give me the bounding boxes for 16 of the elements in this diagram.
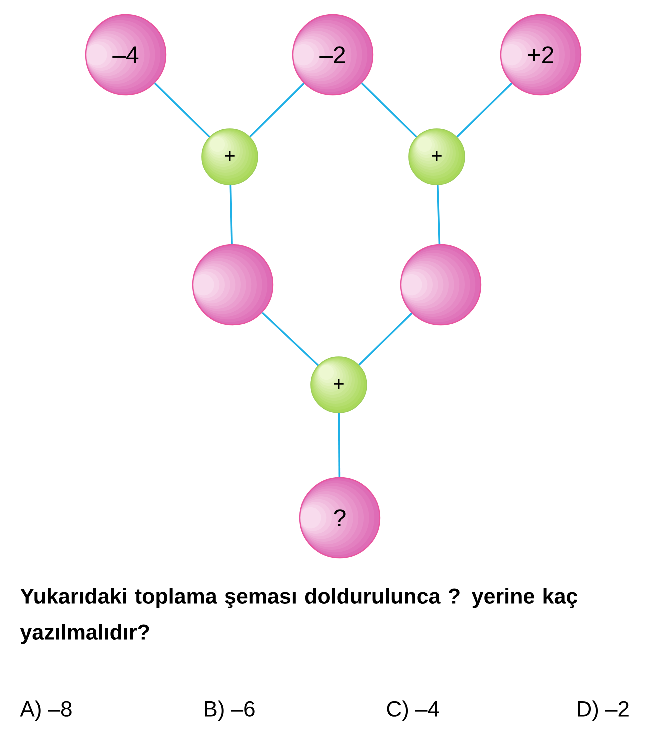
connector-line [338, 413, 341, 478]
answer-option: B) –6 [205, 700, 255, 722]
connector-line [456, 82, 513, 138]
answer-option: D) –2 [578, 700, 629, 722]
question-text: Yukarıdaki toplama şeması doldurulunca ? yerine kaç yazılmalıdır? [20, 588, 578, 644]
connector-line [154, 82, 210, 138]
connector-line [436, 185, 441, 244]
number-circle [192, 244, 274, 326]
connector-line [358, 312, 413, 366]
connector-line [250, 82, 305, 138]
connector-line [262, 312, 319, 366]
connector-line [361, 82, 418, 138]
connector-line [230, 185, 233, 244]
answer-option: A) –8 [20, 700, 72, 722]
number-circle [400, 244, 482, 326]
answer-option: C) –4 [387, 700, 440, 722]
